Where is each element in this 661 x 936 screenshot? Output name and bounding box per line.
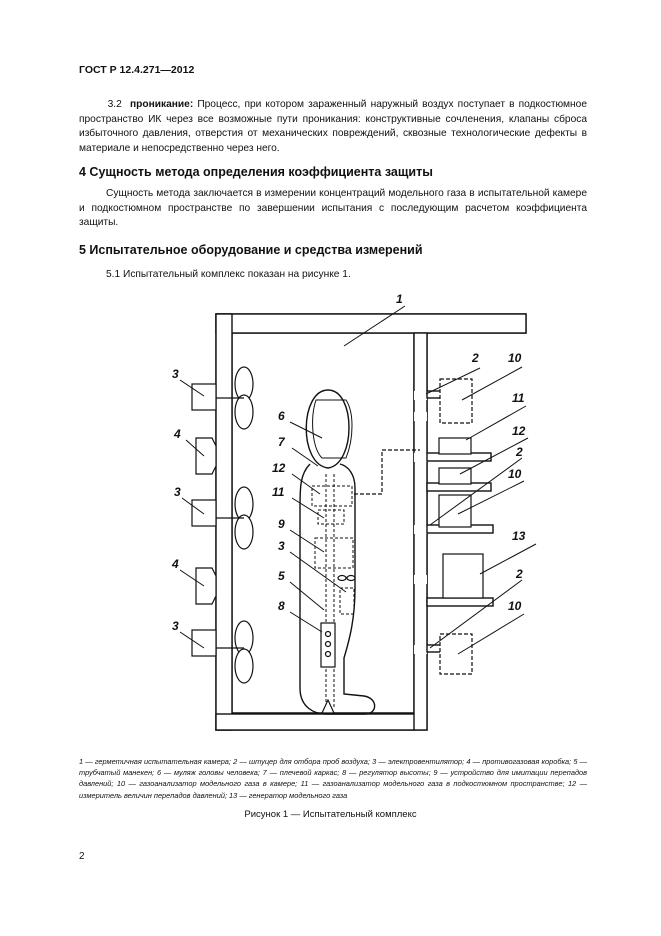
label-3: 3 xyxy=(172,367,179,381)
clause-term: проникание: xyxy=(129,99,194,110)
document-header: ГОСТ Р 12.4.271—2012 xyxy=(79,64,195,76)
label-4: 4 xyxy=(173,427,181,441)
label-13: 13 xyxy=(512,529,526,543)
label-12: 12 xyxy=(512,424,526,438)
figure-legend: 1 — герметичная испытательная камера; 2 … xyxy=(79,757,587,800)
section-5-title: 5 Испытательное оборудование и средства … xyxy=(79,243,423,257)
mannequin xyxy=(299,389,376,715)
label-2: 2 xyxy=(515,567,523,581)
label-3: 3 xyxy=(174,485,181,499)
label-6: 6 xyxy=(278,409,285,423)
label-2: 2 xyxy=(515,445,523,459)
chamber-walls xyxy=(215,313,527,731)
label-10: 10 xyxy=(508,467,522,481)
label-9: 9 xyxy=(278,517,285,531)
label-11: 11 xyxy=(512,391,525,405)
label-7: 7 xyxy=(278,435,286,449)
figure-caption: Рисунок 1 — Испытательный комплекс xyxy=(244,809,417,820)
label-5: 5 xyxy=(278,569,285,583)
label-11: 11 xyxy=(272,485,285,499)
label-3: 3 xyxy=(172,619,179,633)
label-8: 8 xyxy=(278,599,285,613)
label-2: 2 xyxy=(471,351,479,365)
label-10: 10 xyxy=(508,351,522,365)
clause-3-2: 3.2 проникание: Процесс, при котором зар… xyxy=(79,98,587,156)
clause-text: Процесс, при котором зараженный наружный… xyxy=(79,99,587,154)
clause-number: 3.2 xyxy=(107,99,122,110)
section-4-text: Сущность метода заключается в измерении … xyxy=(79,188,587,228)
test-complex-figure: 1 2 10 11 12 2 10 13 2 10 3 4 3 4 3 6 7 … xyxy=(171,292,537,731)
clause-5-1: 5.1 Испытательный комплекс показан на ри… xyxy=(106,269,351,280)
section-4-title: 4 Сущность метода определения коэффициен… xyxy=(79,165,433,179)
label-12: 12 xyxy=(272,461,286,475)
label-3: 3 xyxy=(278,539,285,553)
page-number: 2 xyxy=(79,851,85,862)
label-4: 4 xyxy=(171,557,179,571)
label-10: 10 xyxy=(508,599,522,613)
label-1: 1 xyxy=(396,292,403,306)
